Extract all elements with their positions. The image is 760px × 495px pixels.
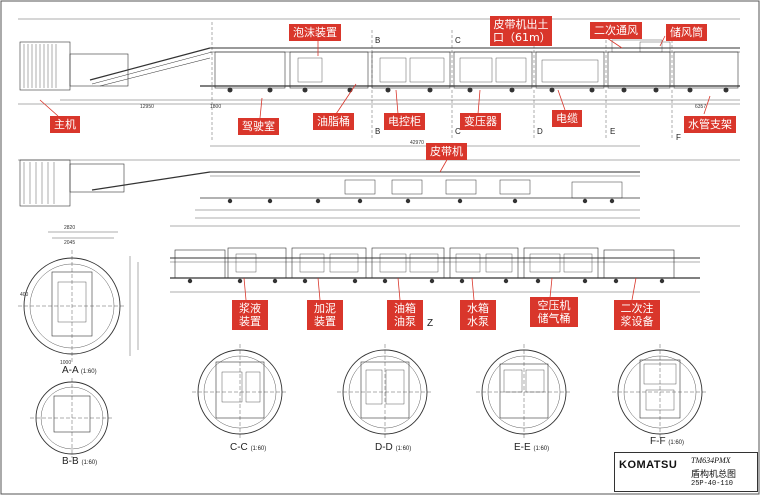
section-label-c-text: C-C bbox=[230, 442, 248, 453]
dim-trailer-gap: 1800 bbox=[210, 104, 221, 110]
section-label-c: C-C (1:60) bbox=[230, 442, 266, 453]
drawing-name: 盾构机总图 bbox=[691, 470, 737, 480]
dim-diameter-a: 2045 bbox=[64, 240, 75, 246]
cut-mark-e: E bbox=[610, 127, 615, 136]
cut-mark-c: C bbox=[455, 36, 461, 45]
callout-second-ventilation: 二次通风 bbox=[590, 22, 642, 39]
cut-mark-f: F bbox=[676, 133, 681, 142]
section-label-d-scale: (1:60) bbox=[395, 446, 412, 452]
callout-oil-tank-pump: 油箱油泵 bbox=[387, 300, 423, 330]
section-c-c-view bbox=[192, 344, 288, 440]
middle-elevation-view bbox=[18, 145, 740, 219]
callout-electric-cabinet: 电控柜 bbox=[384, 113, 425, 130]
cut-mark-d-lower: D bbox=[537, 127, 543, 136]
section-label-f: F-F (1:60) bbox=[650, 436, 684, 447]
callout-foam-device: 泡沫装置 bbox=[289, 24, 341, 41]
callout-grout-equipment: 二次注浆设备 bbox=[614, 300, 660, 330]
section-label-d-text: D-D bbox=[375, 442, 393, 453]
callout-transformer: 变压器 bbox=[460, 113, 501, 130]
callout-main-machine: 主机 bbox=[50, 116, 80, 133]
view-marker-z: Z bbox=[427, 318, 434, 329]
section-label-a-text: A-A bbox=[62, 365, 79, 376]
drawing-number: 25P-40-110 bbox=[691, 480, 734, 488]
cut-mark-b-lower: B bbox=[375, 127, 380, 136]
title-block: KOMATSU TM634PMX 盾构机总图 25P-40-110 bbox=[614, 452, 758, 492]
model-number: TM634PMX bbox=[691, 456, 731, 465]
callout-water-pipe-rack: 水管支架 bbox=[684, 116, 736, 133]
dim-tail: 6357 bbox=[695, 104, 706, 110]
section-label-e-text: E-E bbox=[514, 442, 531, 453]
section-a-a-view bbox=[18, 231, 139, 458]
section-label-a-scale: (1:60) bbox=[80, 369, 97, 375]
cut-mark-c-lower: C bbox=[455, 127, 461, 136]
section-d-d-view bbox=[337, 344, 433, 440]
section-e-e-view bbox=[476, 344, 572, 440]
section-label-f-scale: (1:60) bbox=[668, 440, 685, 446]
callout-slurry-device: 浆液装置 bbox=[232, 300, 268, 330]
section-label-b-text: B-B bbox=[62, 456, 79, 467]
dim-small-a: 400 bbox=[20, 292, 29, 298]
callout-air-tank: 储风筒 bbox=[666, 24, 707, 41]
lower-elevation-view bbox=[170, 225, 740, 293]
callout-cable: 电缆 bbox=[552, 110, 582, 127]
cut-mark-b: B bbox=[375, 36, 380, 45]
callout-belt-exit: 皮带机出土口（61m） bbox=[490, 16, 552, 46]
callout-operator-cab: 驾驶室 bbox=[238, 118, 279, 135]
dim-total: 42970 bbox=[410, 140, 424, 146]
section-label-a: A-A (1:60) bbox=[62, 365, 97, 376]
section-label-d: D-D (1:60) bbox=[375, 442, 411, 453]
komatsu-logo: KOMATSU bbox=[619, 459, 678, 471]
section-label-e: E-E (1:60) bbox=[514, 442, 549, 453]
callout-belt-conveyor: 皮带机 bbox=[426, 143, 467, 160]
section-label-f-text: F-F bbox=[650, 436, 666, 447]
section-label-c-scale: (1:60) bbox=[250, 446, 267, 452]
dim-main-length: 12950 bbox=[140, 104, 154, 110]
section-label-b-scale: (1:60) bbox=[81, 460, 98, 466]
dim-bottom-a: 1000 bbox=[60, 360, 71, 366]
dim-diameter-top: 2820 bbox=[64, 225, 75, 231]
top-elevation-view bbox=[18, 18, 740, 140]
section-label-b: B-B (1:60) bbox=[62, 456, 97, 467]
callout-mud-device: 加泥装置 bbox=[307, 300, 343, 330]
callout-grease-barrel: 油脂桶 bbox=[313, 113, 354, 130]
callout-water-tank-pump: 水箱水泵 bbox=[460, 300, 496, 330]
callout-air-compressor: 空压机储气桶 bbox=[530, 297, 578, 327]
section-label-e-scale: (1:60) bbox=[533, 446, 550, 452]
section-f-f-view bbox=[612, 344, 708, 440]
